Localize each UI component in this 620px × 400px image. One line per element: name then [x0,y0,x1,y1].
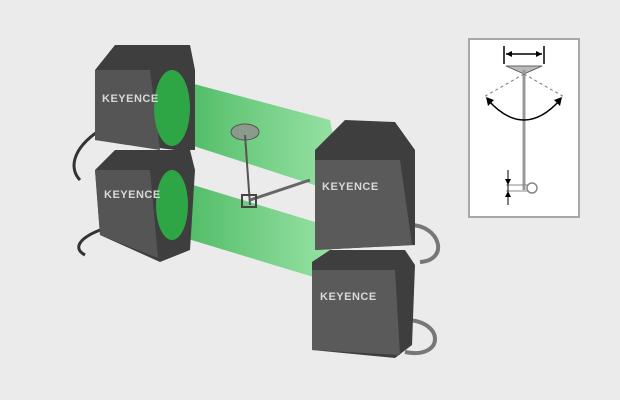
target-arm [249,178,311,202]
sensor-head-left-lower: KEYENCE [95,150,195,262]
cable [404,318,437,356]
swing-arc-arrow [487,99,561,121]
sensor-head-right-lower: KEYENCE [312,250,415,358]
brand-logo: KEYENCE [102,93,159,105]
target-shaft [244,134,251,206]
sensor-head-left-upper: KEYENCE [95,45,195,150]
brand-logo: KEYENCE [320,291,377,303]
cable [409,223,441,264]
cable [77,228,101,257]
sensor-head-right-upper: KEYENCE [315,120,415,250]
brand-logo: KEYENCE [104,189,161,201]
brand-logo: KEYENCE [322,181,379,193]
measurement-diagram-inset [468,38,580,218]
target-bracket [241,194,257,208]
cable [72,128,101,182]
swing-diagram [481,46,567,205]
lower-light-beam [160,175,340,285]
